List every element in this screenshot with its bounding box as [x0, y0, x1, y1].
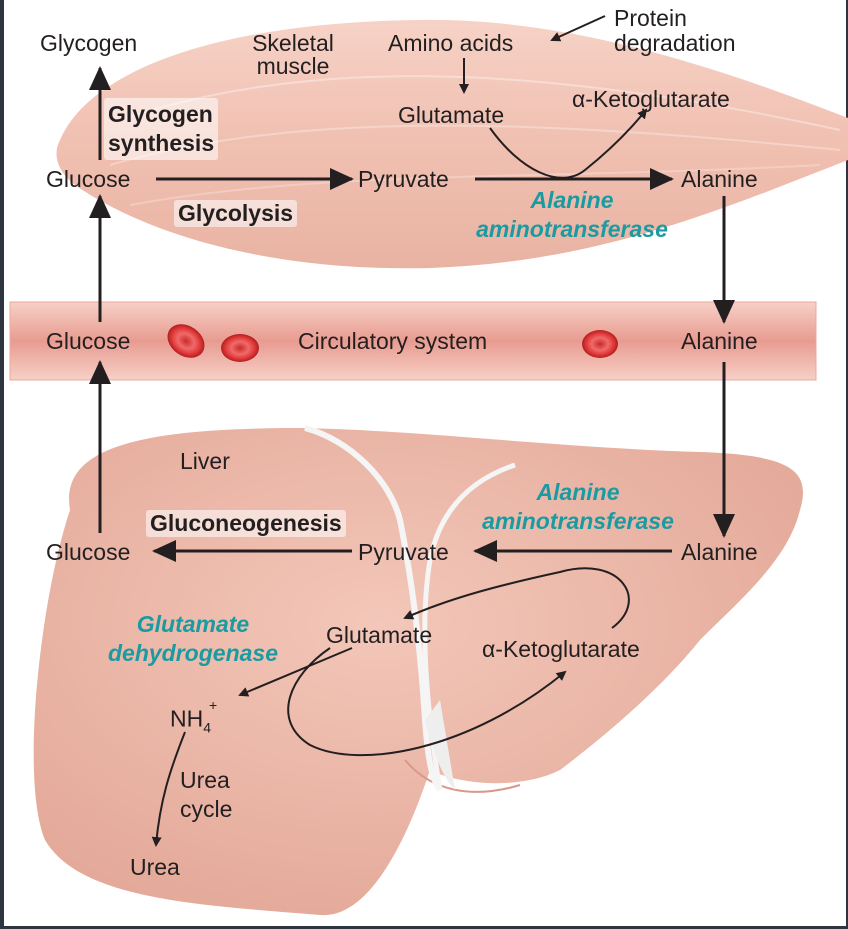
- ammonium-label: NH4 +: [170, 698, 217, 736]
- glutamate-dehydrogenase-label: Glutamate dehydrogenase: [88, 610, 298, 668]
- urea-label: Urea: [130, 854, 180, 880]
- skeletal-muscle-line1: Skeletal: [252, 30, 334, 56]
- liver-alanine-label: Alanine: [681, 539, 758, 565]
- arrow-nh4-to-urea: [151, 731, 186, 847]
- arrow-liver-transamination-curve: [403, 567, 630, 629]
- protein-degradation-line1: Protein: [614, 5, 687, 31]
- blood-glucose-label: Glucose: [46, 328, 131, 354]
- protein-degradation-line2: degradation: [614, 30, 736, 57]
- falciform-ligament: [304, 425, 443, 792]
- skeletal-muscle-line2: muscle: [256, 53, 330, 79]
- gdh-line1: Glutamate: [136, 611, 250, 637]
- protein-degradation-label: Protein degradation: [614, 5, 736, 57]
- frame-right-border: [846, 0, 848, 929]
- liver-enzyme-line1: Alanine: [536, 479, 620, 505]
- red-blood-cell-1: [167, 324, 205, 358]
- arrow-muscle-transamination-curve: [489, 108, 648, 179]
- nh4-text: NH: [170, 705, 204, 732]
- nh4-subscript: 4: [203, 719, 212, 736]
- muscle-alpha-ketoglutarate-label: α-Ketoglutarate: [572, 86, 730, 112]
- circulatory-band: [10, 302, 816, 380]
- arrow-protein-degradation-to-amino-acids: [550, 15, 606, 42]
- liver-alpha-ketoglutarate-label: α-Ketoglutarate: [482, 636, 640, 662]
- frame-left-border: [0, 0, 4, 929]
- muscle-alanine-aminotransferase-label: Alanine aminotransferase: [452, 186, 692, 244]
- urea-cycle-line1: Urea: [180, 767, 230, 793]
- glycolysis-label: Glycolysis: [174, 200, 298, 227]
- gdh-line2: dehydrogenase: [108, 639, 278, 666]
- glycogen-synthesis-label: Glycogen synthesis: [104, 98, 219, 160]
- circulatory-system-label: Circulatory system: [298, 328, 488, 354]
- frame-bottom-border: [0, 926, 848, 929]
- gluconeogenesis-label: Gluconeogenesis: [146, 510, 346, 537]
- liver-enzyme-line2: aminotransferase: [482, 507, 674, 534]
- urea-cycle-line2: cycle: [180, 795, 233, 822]
- red-blood-cell-2: [221, 334, 259, 362]
- nh4-superscript: +: [209, 697, 218, 713]
- liver-glutamate-label: Glutamate: [326, 622, 433, 648]
- arrow-glutamate-to-alpha-ketoglutarate-loop: [287, 647, 567, 757]
- skeletal-muscle-label: Skeletal muscle: [238, 32, 348, 78]
- liver-pyruvate-label: Pyruvate: [358, 539, 449, 565]
- blood-alanine-label: Alanine: [681, 328, 758, 354]
- red-blood-cell-3: [582, 330, 618, 358]
- glycogen-synthesis-line1: Glycogen: [108, 101, 213, 127]
- muscle-alanine-label: Alanine: [681, 166, 758, 192]
- arrow-glutamate-to-nh4: [238, 647, 353, 697]
- liver-label: Liver: [180, 448, 230, 474]
- glycogen-label: Glycogen: [40, 30, 138, 56]
- muscle-enzyme-line2: aminotransferase: [476, 215, 668, 242]
- muscle-enzyme-line1: Alanine: [530, 187, 614, 213]
- liver-alanine-aminotransferase-label: Alanine aminotransferase: [458, 478, 698, 536]
- urea-cycle-label: Urea cycle: [180, 766, 232, 824]
- amino-acids-label: Amino acids: [388, 30, 514, 56]
- glycogen-synthesis-line2: synthesis: [108, 129, 215, 156]
- muscle-glucose-label: Glucose: [46, 166, 131, 192]
- liver-glucose-label: Glucose: [46, 539, 131, 565]
- muscle-pyruvate-label: Pyruvate: [358, 166, 449, 192]
- muscle-glutamate-label: Glutamate: [398, 102, 505, 128]
